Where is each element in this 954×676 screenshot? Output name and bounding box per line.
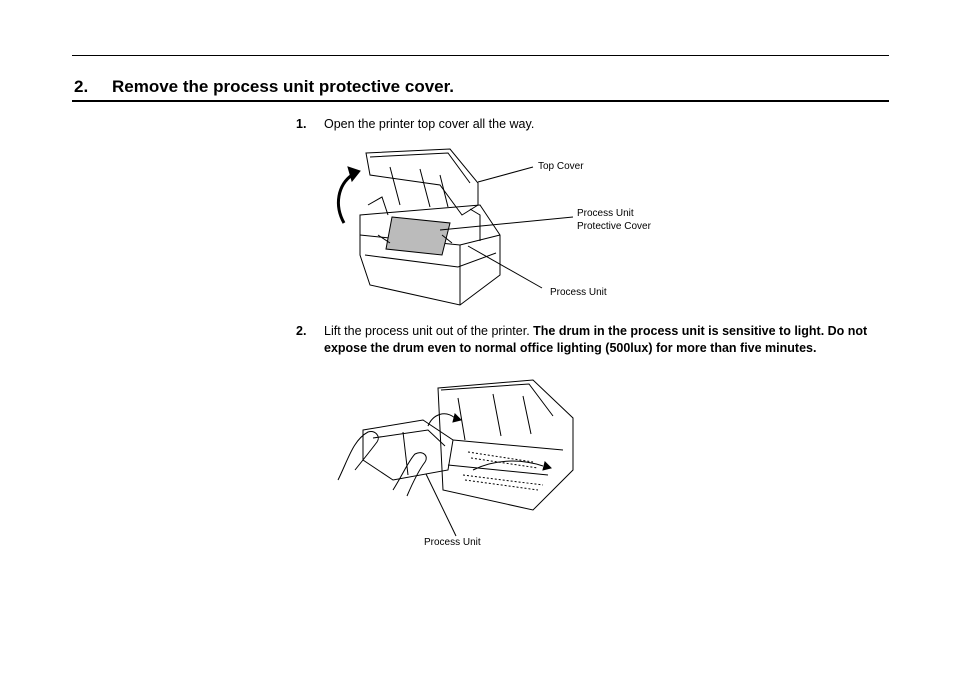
label-protective-cover-line1: Process Unit: [577, 208, 634, 219]
printer-open-cover-illustration: [336, 148, 501, 306]
arrow-head-icon: [347, 166, 361, 183]
label-protective-cover-line2: Protective Cover: [577, 221, 651, 232]
open-arrow-icon: [336, 173, 353, 224]
step-1-text: Open the printer top cover all the way.: [324, 117, 535, 131]
leader-line-2: [425, 473, 457, 537]
step-2-number: 2.: [296, 324, 307, 338]
step-2-text: Lift the process unit out of the printer…: [324, 323, 884, 357]
right-hand-icon: [392, 452, 427, 497]
label-top-cover: Top Cover: [538, 161, 584, 172]
section-number: 2.: [74, 77, 89, 96]
label-process-unit-1: Process Unit: [550, 287, 607, 298]
step-2-plain: Lift the process unit out of the printer…: [324, 324, 534, 338]
leader-lines-1: [440, 166, 574, 289]
step-2-warning: The drum in the process unit is sensitiv…: [324, 324, 868, 355]
left-hand-icon: [337, 431, 379, 481]
step-1-number: 1.: [296, 117, 307, 131]
section-heading: 2. Remove the process unit protective co…: [72, 76, 889, 102]
lifting-process-unit-illustration: [337, 379, 574, 511]
header-rule: [72, 55, 889, 56]
label-process-unit-2: Process Unit: [424, 537, 481, 548]
section-title: Remove the process unit protective cover…: [112, 77, 455, 96]
